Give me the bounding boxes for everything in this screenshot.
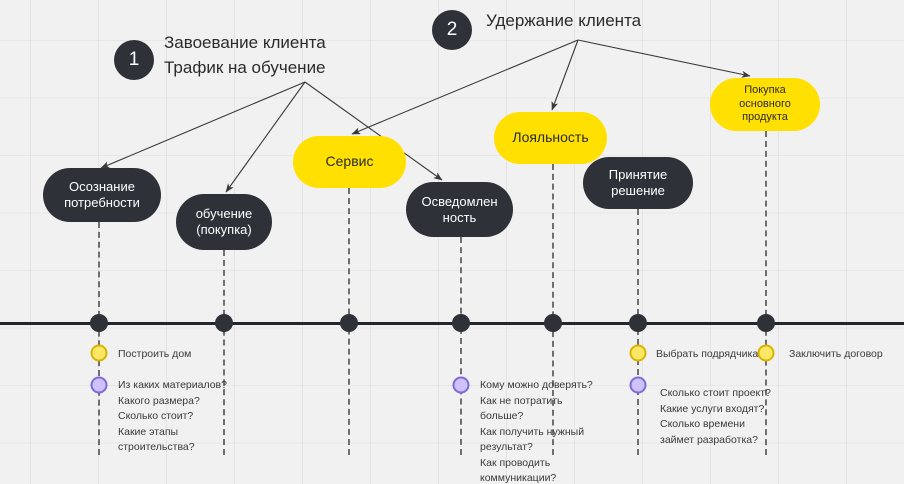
stage-badge-1[interactable]: 1 xyxy=(114,40,154,80)
journey-node[interactable]: Покупка основного продукта xyxy=(710,78,820,131)
stage-title-2: Удержание клиента xyxy=(486,11,642,30)
flow-arrow xyxy=(225,81,306,193)
stage-badge-2[interactable]: 2 xyxy=(432,10,472,50)
timeline-dot[interactable] xyxy=(90,314,108,332)
guide-line xyxy=(223,250,225,455)
annotation-text: Из каких материалов? Какого размера? Ско… xyxy=(118,379,227,453)
annotation-text: Заключить договор xyxy=(789,348,883,360)
journey-node[interactable]: Лояльность xyxy=(494,112,607,164)
timeline-dot[interactable] xyxy=(629,314,647,332)
timeline-dot[interactable] xyxy=(340,314,358,332)
journey-node[interactable]: Принятие решение xyxy=(583,157,693,209)
annotation-marker-purple[interactable] xyxy=(452,376,470,394)
annotation-text: Построить дом xyxy=(118,348,192,360)
flow-arrow xyxy=(577,39,751,78)
guide-line xyxy=(98,222,100,455)
timeline-dot[interactable] xyxy=(544,314,562,332)
guide-line xyxy=(552,164,554,455)
timeline-dot[interactable] xyxy=(215,314,233,332)
annotation-marker-purple[interactable] xyxy=(90,376,108,394)
timeline-dot[interactable] xyxy=(757,314,775,332)
journey-node[interactable]: Сервис xyxy=(293,136,406,188)
annotation-marker-yellow[interactable] xyxy=(757,344,775,362)
annotation-text: Кому можно доверять? Как не потратить бо… xyxy=(480,379,593,484)
guide-line xyxy=(637,209,639,455)
journey-node[interactable]: обучение (покупка) xyxy=(176,194,272,250)
annotation-marker-yellow[interactable] xyxy=(629,344,647,362)
guide-line xyxy=(460,237,462,455)
annotation-marker-yellow[interactable] xyxy=(90,344,108,362)
annotation-marker-purple[interactable] xyxy=(629,376,647,394)
flow-arrow xyxy=(551,39,579,111)
stage-title-1: Завоевание клиента Трафик на обучение xyxy=(164,33,326,77)
guide-line xyxy=(765,131,767,455)
journey-node[interactable]: Осведомлен ность xyxy=(406,182,513,237)
stage-badge-2-number: 2 xyxy=(446,19,458,40)
journey-node[interactable]: Осознание потребности xyxy=(43,168,161,222)
annotation-text: Сколько стоит проект? Какие услуги входя… xyxy=(660,387,771,446)
flow-arrow xyxy=(100,81,306,169)
stage-badge-1-number: 1 xyxy=(128,49,140,70)
timeline-dot[interactable] xyxy=(452,314,470,332)
annotation-text: Выбрать подрядчика xyxy=(656,348,759,360)
